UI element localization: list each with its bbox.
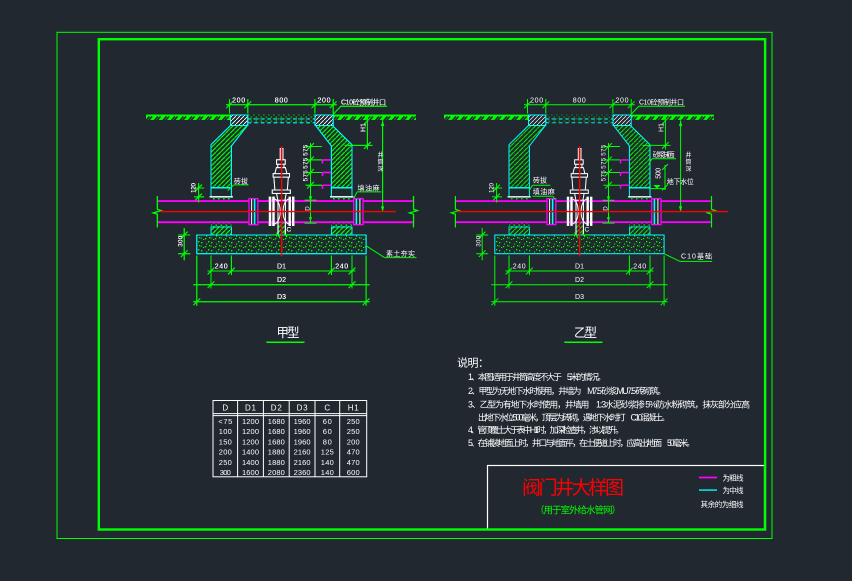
svg-text:1960: 1960 bbox=[294, 438, 311, 447]
svg-text:筒: 筒 bbox=[378, 158, 384, 166]
svg-text:2160: 2160 bbox=[294, 458, 311, 467]
svg-text:600: 600 bbox=[347, 468, 360, 477]
svg-text:1880: 1880 bbox=[268, 458, 285, 467]
svg-text:140: 140 bbox=[321, 458, 334, 467]
svg-text:1200: 1200 bbox=[242, 438, 259, 447]
svg-text:D: D bbox=[222, 403, 228, 412]
svg-text:140: 140 bbox=[321, 468, 334, 477]
svg-text:1、本图适用于井筒高度不大于 5米的情况。: 1、本图适用于井筒高度不大于 5米的情况。 bbox=[468, 371, 606, 382]
svg-text:阀门井大样图: 阀门井大样图 bbox=[522, 477, 624, 499]
svg-text:1680: 1680 bbox=[268, 417, 285, 426]
svg-text:3、乙型为有地下水时使用，井墙用 1:3水泥砂浆掺 5%防水: 3、乙型为有地下水时使用，井墙用 1:3水泥砂浆掺 5%防水粉砌筑，抹灰部分应高 bbox=[468, 399, 750, 410]
svg-text:500: 500 bbox=[656, 168, 663, 179]
svg-text:<75: <75 bbox=[218, 417, 232, 426]
svg-text:1960: 1960 bbox=[294, 427, 311, 436]
svg-text:2080: 2080 bbox=[268, 468, 285, 477]
svg-text:素土夯实: 素土夯实 bbox=[386, 249, 415, 258]
svg-text:1200: 1200 bbox=[242, 427, 259, 436]
svg-text:地下水位: 地下水位 bbox=[667, 177, 694, 186]
svg-text:甲型: 甲型 bbox=[277, 326, 300, 340]
svg-text:2、甲型为无地下水时使用，井墙为 M7.5 砂浆.MU7.5: 2、甲型为无地下水时使用，井墙为 M7.5 砂浆.MU7.5 砖砌筑。 bbox=[468, 385, 666, 396]
svg-text:乙型: 乙型 bbox=[574, 326, 597, 340]
svg-text:其余的为细线: 其余的为细线 bbox=[701, 499, 745, 509]
svg-text:砂浆抹面: 砂浆抹面 bbox=[653, 150, 675, 159]
svg-text:筒: 筒 bbox=[686, 158, 692, 166]
svg-text:60: 60 bbox=[323, 417, 332, 426]
svg-text:1600: 1600 bbox=[242, 468, 259, 477]
svg-text:D1: D1 bbox=[245, 403, 257, 412]
svg-text:470: 470 bbox=[347, 448, 360, 457]
svg-text:井: 井 bbox=[686, 151, 692, 159]
svg-text:200: 200 bbox=[219, 448, 232, 457]
svg-text:出地下水位 500毫米，顶层为砖砌，遇地下水时打 C10混凝: 出地下水位 500毫米，顶层为砖砌，遇地下水时打 C10混凝土。 bbox=[478, 412, 670, 423]
svg-text:为粗线: 为粗线 bbox=[723, 473, 745, 483]
svg-text:1200: 1200 bbox=[242, 417, 259, 426]
svg-text:C10基础: C10基础 bbox=[681, 252, 712, 261]
svg-text:D3: D3 bbox=[297, 403, 309, 412]
svg-text:C: C bbox=[324, 403, 330, 412]
svg-text:填油麻: 填油麻 bbox=[358, 184, 380, 193]
svg-text:为中线: 为中线 bbox=[723, 485, 745, 495]
svg-text:填油麻: 填油麻 bbox=[533, 187, 555, 196]
svg-text:250: 250 bbox=[347, 427, 360, 436]
svg-text:470: 470 bbox=[347, 458, 360, 467]
svg-text:深: 深 bbox=[686, 165, 692, 173]
svg-text:2360: 2360 bbox=[294, 468, 311, 477]
svg-text:1880: 1880 bbox=[268, 448, 285, 457]
svg-text:100: 100 bbox=[219, 427, 232, 436]
svg-text:60: 60 bbox=[323, 427, 332, 436]
svg-text:砖拔: 砖拔 bbox=[234, 176, 248, 185]
svg-text:150: 150 bbox=[219, 438, 232, 447]
svg-text:（用于室外给水管网）: （用于室外给水管网） bbox=[535, 505, 621, 517]
svg-text:砖拔: 砖拔 bbox=[533, 176, 547, 185]
svg-text:5、在铺装地面上时，井口与地面平，在土便道上时，应高出地面: 5、在铺装地面上时，井口与地面平，在土便道上时，应高出地面 50毫米。 bbox=[468, 437, 695, 448]
svg-text:说明：: 说明： bbox=[457, 356, 489, 370]
svg-text:D2: D2 bbox=[271, 403, 283, 412]
svg-text:井: 井 bbox=[378, 151, 384, 159]
svg-text:80: 80 bbox=[323, 438, 332, 447]
svg-text:H1: H1 bbox=[348, 403, 360, 412]
svg-text:250: 250 bbox=[219, 458, 232, 467]
svg-text:1680: 1680 bbox=[268, 427, 285, 436]
svg-text:2160: 2160 bbox=[294, 448, 311, 457]
svg-text:深: 深 bbox=[378, 165, 384, 173]
svg-text:125: 125 bbox=[321, 448, 334, 457]
svg-text:250: 250 bbox=[347, 417, 360, 426]
svg-text:1680: 1680 bbox=[268, 438, 285, 447]
svg-text:300: 300 bbox=[220, 468, 231, 477]
svg-text:4、管顶覆土大于表中 H1时，加深检查井，涉以提升。: 4、管顶覆土大于表中 H1时，加深检查井，涉以提升。 bbox=[468, 424, 624, 435]
svg-text:1960: 1960 bbox=[294, 417, 311, 426]
svg-text:1400: 1400 bbox=[242, 458, 259, 467]
svg-text:1400: 1400 bbox=[242, 448, 259, 457]
svg-text:200: 200 bbox=[347, 438, 360, 447]
